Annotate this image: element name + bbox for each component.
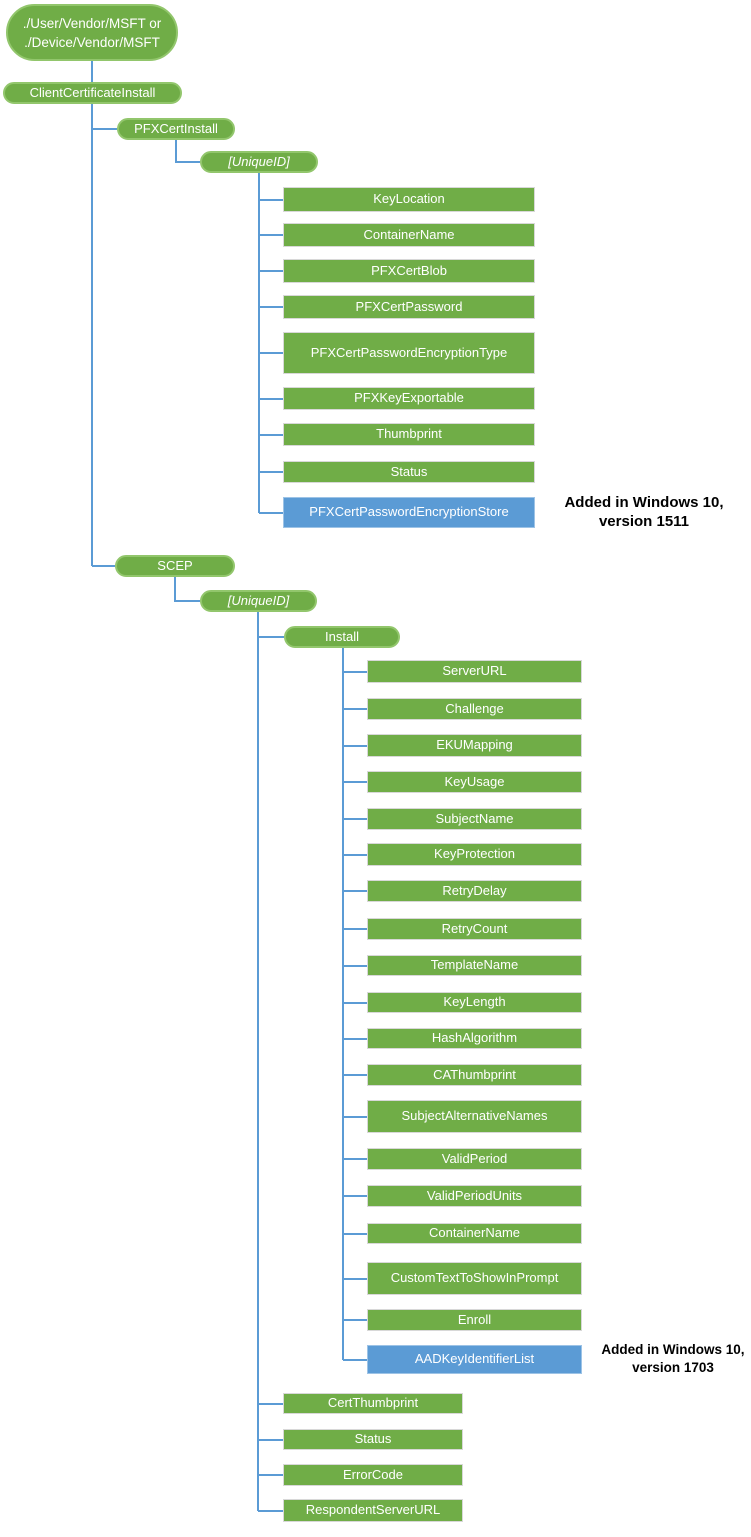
- annotation-win10-1703: Added in Windows 10, version 1703: [596, 1341, 750, 1377]
- annotation-win10-1703-line1: Added in Windows 10,: [601, 1342, 745, 1357]
- node-containername: ContainerName: [283, 223, 535, 247]
- node-hashalgorithm: HashAlgorithm: [367, 1028, 582, 1049]
- node-enroll: Enroll: [367, 1309, 582, 1331]
- root-path-line1: ./User/Vendor/MSFT or: [22, 15, 162, 31]
- node-subjectname: SubjectName: [367, 808, 582, 830]
- node-status-pfx: Status: [283, 461, 535, 483]
- node-clientcertificateinstall: ClientCertificateInstall: [3, 82, 182, 104]
- node-pfxkeyexportable: PFXKeyExportable: [283, 387, 535, 410]
- node-respondentserverurl: RespondentServerURL: [283, 1499, 463, 1522]
- node-certthumbprint: CertThumbprint: [283, 1393, 463, 1414]
- node-validperiodunits: ValidPeriodUnits: [367, 1185, 582, 1207]
- node-aadkeyidentifierlist: AADKeyIdentifierList: [367, 1345, 582, 1374]
- node-status-scep: Status: [283, 1429, 463, 1450]
- node-keyprotection: KeyProtection: [367, 843, 582, 866]
- node-ekumapping: EKUMapping: [367, 734, 582, 757]
- node-pfxcertpasswordencryptionstore: PFXCertPasswordEncryptionStore: [283, 497, 535, 528]
- node-cathumbprint: CAThumbprint: [367, 1064, 582, 1086]
- node-retrydelay: RetryDelay: [367, 880, 582, 902]
- root-path-line2: ./Device/Vendor/MSFT: [24, 34, 160, 50]
- node-validperiod: ValidPeriod: [367, 1148, 582, 1170]
- annotation-win10-1511: Added in Windows 10, version 1511: [543, 493, 745, 531]
- node-scep: SCEP: [115, 555, 235, 577]
- node-keylength: KeyLength: [367, 992, 582, 1013]
- node-pfxcertpassword: PFXCertPassword: [283, 295, 535, 319]
- node-scep-uniqueid: [UniqueID]: [200, 590, 317, 612]
- node-templatename: TemplateName: [367, 955, 582, 976]
- node-containername-scep: ContainerName: [367, 1223, 582, 1244]
- annotation-win10-1511-line1: Added in Windows 10,: [564, 494, 724, 511]
- node-errorcode: ErrorCode: [283, 1464, 463, 1486]
- node-serverurl: ServerURL: [367, 660, 582, 683]
- node-keyusage: KeyUsage: [367, 771, 582, 793]
- node-pfxcertblob: PFXCertBlob: [283, 259, 535, 283]
- node-challenge: Challenge: [367, 698, 582, 720]
- node-root-path: ./User/Vendor/MSFT or ./Device/Vendor/MS…: [6, 4, 178, 61]
- node-retrycount: RetryCount: [367, 918, 582, 940]
- node-subjectalternativenames: SubjectAlternativeNames: [367, 1100, 582, 1133]
- node-keylocation: KeyLocation: [283, 187, 535, 212]
- node-pfx-uniqueid: [UniqueID]: [200, 151, 318, 173]
- annotation-win10-1511-line2: version 1511: [598, 513, 690, 530]
- node-thumbprint: Thumbprint: [283, 423, 535, 446]
- node-install: Install: [284, 626, 400, 648]
- node-pfxcertpasswordencryptiontype: PFXCertPasswordEncryptionType: [283, 332, 535, 374]
- node-customtexttoshowinprompt: CustomTextToShowInPrompt: [367, 1262, 582, 1295]
- annotation-win10-1703-line2: version 1703: [632, 1360, 714, 1375]
- node-pfxcertinstall: PFXCertInstall: [117, 118, 235, 140]
